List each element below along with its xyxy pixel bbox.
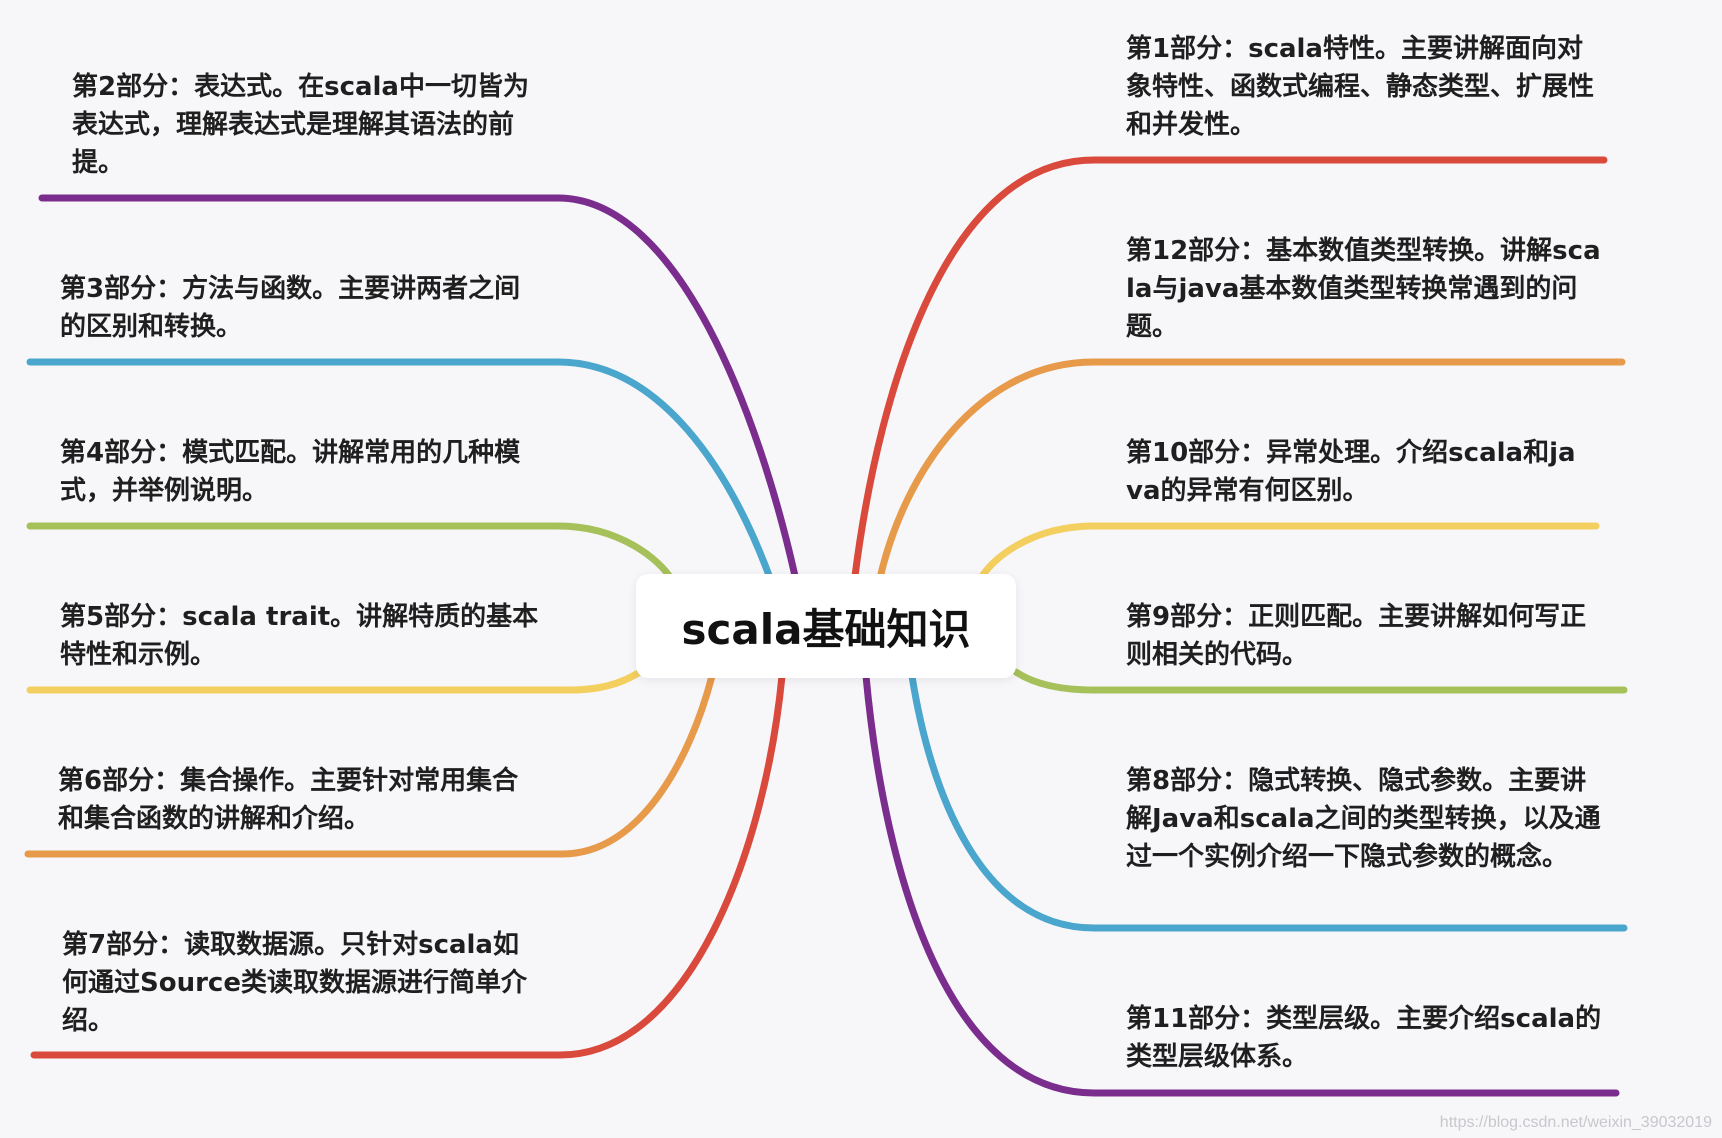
- central-topic[interactable]: scala基础知识: [636, 574, 1016, 678]
- branch-part8: [908, 672, 1628, 932]
- topic-part12[interactable]: 第12部分：基本数值类型转换。讲解scala与java基本数值类型转换常遇到的问…: [1126, 236, 1601, 342]
- branch-part4: [26, 522, 676, 584]
- branch-part7: [30, 672, 786, 1059]
- branch-part11: [862, 672, 1620, 1097]
- topic-part2[interactable]: 第2部分：表达式。在scala中一切皆为表达式，理解表达式是理解其语法的前提。: [72, 72, 529, 178]
- branch-part9: [1012, 668, 1628, 694]
- topic-part3[interactable]: 第3部分：方法与函数。主要讲两者之间的区别和转换。: [60, 274, 521, 342]
- topic-part4[interactable]: 第4部分：模式匹配。讲解常用的几种模式，并举例说明。: [60, 438, 521, 506]
- topic-part1[interactable]: 第1部分：scala特性。主要讲解面向对象特性、函数式编程、静态类型、扩展性和并…: [1126, 34, 1595, 140]
- topic-part11[interactable]: 第11部分：类型层级。主要介绍scala的类型层级体系。: [1126, 1004, 1602, 1072]
- branch-part1: [851, 156, 1608, 580]
- branch-part2: [38, 194, 799, 580]
- branch-part5: [26, 668, 644, 694]
- watermark-text: https://blog.csdn.net/weixin_39032019: [1439, 1114, 1712, 1131]
- topic-part10[interactable]: 第10部分：异常处理。介绍scala和java的异常有何区别。: [1126, 438, 1576, 506]
- branch-part10: [976, 522, 1600, 584]
- topic-part6[interactable]: 第6部分：集合操作。主要针对常用集合和集合函数的讲解和介绍。: [58, 766, 519, 834]
- topic-part8[interactable]: 第8部分：隐式转换、隐式参数。主要讲解Java和scala之间的类型转换，以及通…: [1126, 766, 1601, 872]
- branch-part3: [26, 358, 774, 582]
- topic-part5[interactable]: 第5部分：scala trait。讲解特质的基本特性和示例。: [60, 602, 539, 670]
- topic-part9[interactable]: 第9部分：正则匹配。主要讲解如何写正则相关的代码。: [1126, 602, 1587, 670]
- branch-part6: [24, 672, 716, 858]
- branch-part12: [876, 358, 1626, 582]
- topic-part7[interactable]: 第7部分：读取数据源。只针对scala如何通过Source类读取数据源进行简单介…: [62, 930, 527, 1036]
